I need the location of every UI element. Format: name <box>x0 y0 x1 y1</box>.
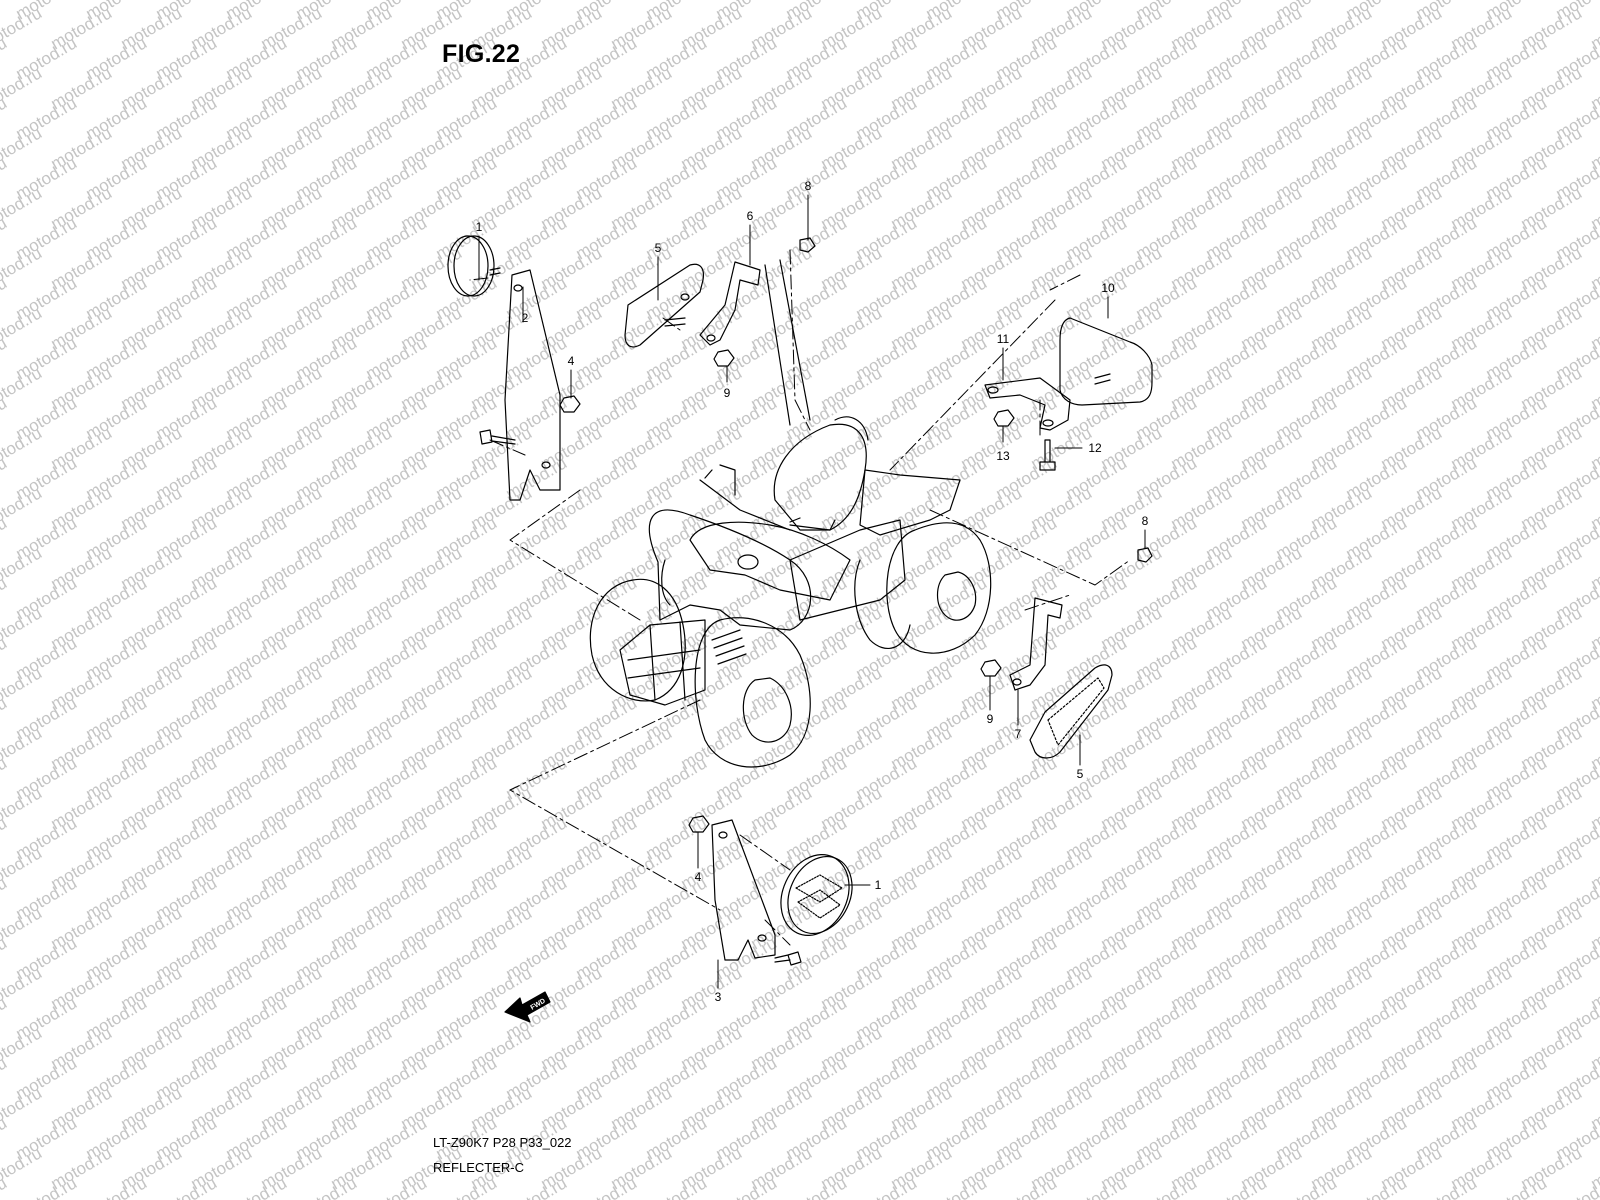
part-9-nut-upper <box>713 349 735 367</box>
callout-leaders <box>478 194 1146 989</box>
callout-10: 10 <box>1101 281 1115 295</box>
part-3-bracket <box>711 819 776 961</box>
part-7-bracket <box>1009 597 1063 691</box>
bolt-lower <box>774 951 802 966</box>
bolt-upper-left <box>479 429 516 445</box>
atv-front-left-hub <box>742 677 792 743</box>
callout-9-lower: 9 <box>987 712 994 726</box>
atv-body <box>589 416 992 768</box>
callout-11: 11 <box>997 332 1010 346</box>
figure-code: LT-Z90K7 P28 P33_022 <box>433 1135 572 1150</box>
callout-8-upper: 8 <box>805 179 812 193</box>
callout-13: 13 <box>996 449 1010 463</box>
atv-fuel-tank <box>689 521 851 601</box>
part-4-nut-lower <box>688 815 710 833</box>
callout-6: 6 <box>747 209 754 223</box>
fwd-arrow-icon <box>504 991 551 1023</box>
part-8-bolt-right <box>1137 547 1153 563</box>
callout-1-lower: 1 <box>875 878 882 892</box>
callout-4-upper: 4 <box>568 354 575 368</box>
forward-direction-arrow: FWD <box>504 991 551 1023</box>
part-10-reflector-rear <box>1059 317 1153 406</box>
bracket-posts <box>764 259 811 426</box>
atv-front-left-wheel <box>694 617 811 768</box>
part-11-bracket <box>984 377 1071 431</box>
part-13-nut <box>993 409 1015 427</box>
callout-1-upper: 1 <box>476 220 483 234</box>
part-5-reflector-upper <box>624 263 705 348</box>
figure-name: REFLECTER-C <box>433 1160 525 1175</box>
callout-2: 2 <box>522 311 529 325</box>
callout-3: 3 <box>715 990 722 1004</box>
part-5-reflector-lower <box>1029 664 1113 759</box>
atv-headlight <box>661 559 671 606</box>
callout-7: 7 <box>1015 727 1022 741</box>
atv-front-right-wheel <box>854 559 911 649</box>
atv-rear-right-wheel <box>886 522 992 654</box>
atv-side-panel <box>789 519 906 621</box>
atv-front-bumper <box>619 619 706 706</box>
part-8-bolt-upper <box>799 237 816 253</box>
atv-rear-left-wheel <box>589 578 686 702</box>
atv-seat <box>773 423 867 531</box>
callout-5-lower: 5 <box>1077 767 1084 781</box>
atv-front-fender <box>648 509 812 631</box>
part-1-round-reflector-lower <box>780 854 853 936</box>
atv-rear-fender <box>859 469 961 536</box>
part-12-bolt <box>1039 439 1056 471</box>
atv-front-shock <box>711 629 747 665</box>
atv-handlebar <box>699 464 836 531</box>
callout-12: 12 <box>1088 441 1102 455</box>
part-6-bracket <box>699 261 761 346</box>
part-1-round-reflector-upper <box>447 235 501 297</box>
atv-rear-right-hub <box>936 571 977 621</box>
callout-9-upper: 9 <box>724 386 731 400</box>
callout-8-right: 8 <box>1142 514 1149 528</box>
part-2-bracket <box>504 269 561 501</box>
callout-4-lower: 4 <box>695 870 702 884</box>
part-9-nut-lower <box>980 659 1002 677</box>
part-4-nut-upper <box>559 395 581 413</box>
atv-fuel-cap <box>737 554 759 570</box>
callout-labels: 1 2 4 5 6 8 9 10 11 12 13 8 9 7 5 4 1 3 <box>476 179 1149 1004</box>
figure-title: FIG.22 <box>442 40 521 68</box>
callout-5-upper: 5 <box>655 241 662 255</box>
